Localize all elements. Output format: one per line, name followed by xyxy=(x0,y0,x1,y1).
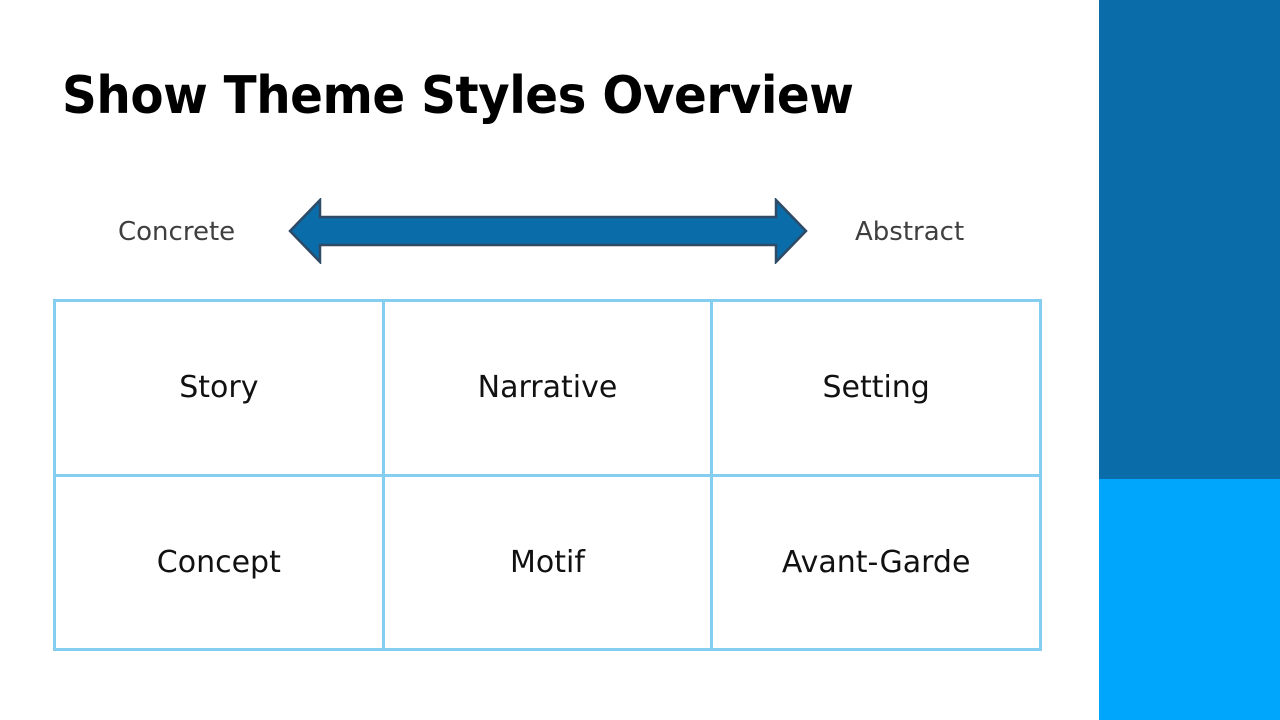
double-headed-arrow-icon xyxy=(288,198,808,264)
concrete-abstract-axis: Concrete Abstract xyxy=(0,196,1099,268)
decorative-sidebar xyxy=(1099,0,1280,720)
table-cell-story[interactable]: Story xyxy=(53,299,385,477)
table-row: Story Narrative Setting xyxy=(53,299,1042,477)
table-cell-narrative[interactable]: Narrative xyxy=(381,299,714,477)
axis-label-concrete: Concrete xyxy=(118,217,236,247)
table-cell-motif[interactable]: Motif xyxy=(381,473,714,651)
table-cell-avant-garde[interactable]: Avant-Garde xyxy=(710,473,1042,651)
axis-label-abstract: Abstract xyxy=(855,217,965,247)
sidebar-band-light-blue xyxy=(1099,479,1280,720)
theme-styles-table: Story Narrative Setting Concept Motif Av… xyxy=(53,299,1042,651)
page-title: Show Theme Styles Overview xyxy=(62,66,854,126)
sidebar-band-dark-blue xyxy=(1099,0,1280,479)
table-row: Concept Motif Avant-Garde xyxy=(53,473,1042,651)
table-cell-concept[interactable]: Concept xyxy=(53,473,385,651)
table-cell-setting[interactable]: Setting xyxy=(710,299,1042,477)
